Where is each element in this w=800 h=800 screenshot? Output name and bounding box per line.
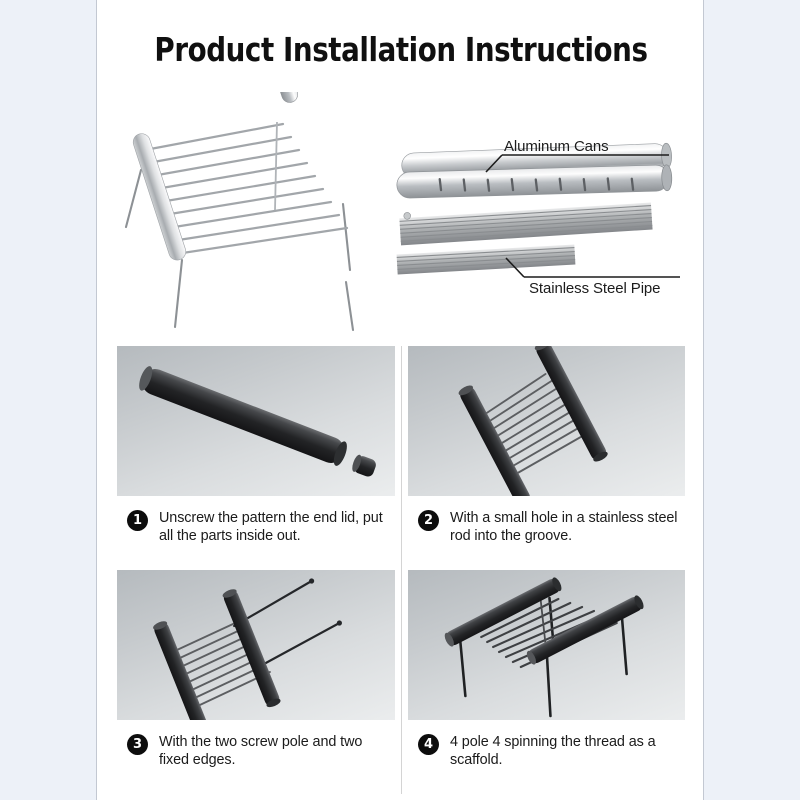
step-number-badge-2: 2 [418, 510, 439, 531]
parts-figure [396, 142, 680, 278]
step-cell-4: 4 4 pole 4 spinning the thread as a scaf… [401, 570, 691, 794]
step-caption-1: 1 Unscrew the pattern the end lid, put a… [117, 509, 395, 545]
callout-label-aluminum-cans: Aluminum Cans [504, 138, 609, 155]
instruction-sheet: Product Installation Instructions [96, 0, 704, 800]
figure-complete-scaffold-four-legs [444, 577, 644, 718]
step-figure-2 [408, 346, 685, 496]
step-text-4: 4 pole 4 spinning the thread as a scaffo… [450, 734, 656, 768]
step-figure-3 [117, 570, 395, 720]
step-caption-3: 3 With the two screw pole and two fixed … [117, 733, 395, 769]
step-cell-2: 2 With a small hole in a stainless steel… [401, 346, 691, 570]
callout-leader-stainless-steel-pipe [505, 257, 680, 278]
hero-illustration-graphic [124, 92, 680, 332]
step-number-badge-4: 4 [418, 734, 439, 755]
step-text-2: With a small hole in a stainless steel r… [450, 510, 678, 544]
step-cell-3: 3 With the two screw pole and two fixed … [111, 570, 401, 794]
figure-tube-with-end-cap [139, 366, 376, 477]
hero-illustration: Aluminum Cans Stainless Steel Pipe [97, 92, 703, 332]
step-number-badge-3: 3 [127, 734, 148, 755]
callout-label-stainless-steel-pipe: Stainless Steel Pipe [529, 280, 661, 297]
step-caption-2: 2 With a small hole in a stainless steel… [408, 509, 685, 545]
callout-leader-aluminum-cans [485, 154, 669, 173]
step-text-3: With the two screw pole and two fixed ed… [159, 734, 363, 768]
step-number-badge-1: 1 [127, 510, 148, 531]
step-caption-4: 4 4 pole 4 spinning the thread as a scaf… [408, 733, 685, 769]
steps-grid: 1 Unscrew the pattern the end lid, put a… [111, 346, 691, 794]
page-title: Product Installation Instructions [154, 30, 648, 69]
step-figure-1 [117, 346, 395, 496]
step-cell-1: 1 Unscrew the pattern the end lid, put a… [111, 346, 401, 570]
step-figure-4 [408, 570, 685, 720]
figure-two-tubes-with-rods [458, 346, 608, 496]
step-text-1: Unscrew the pattern the end lid, put all… [159, 510, 383, 544]
figure-grid-with-two-legs [153, 578, 342, 720]
assembled-grill-figure [124, 92, 355, 332]
